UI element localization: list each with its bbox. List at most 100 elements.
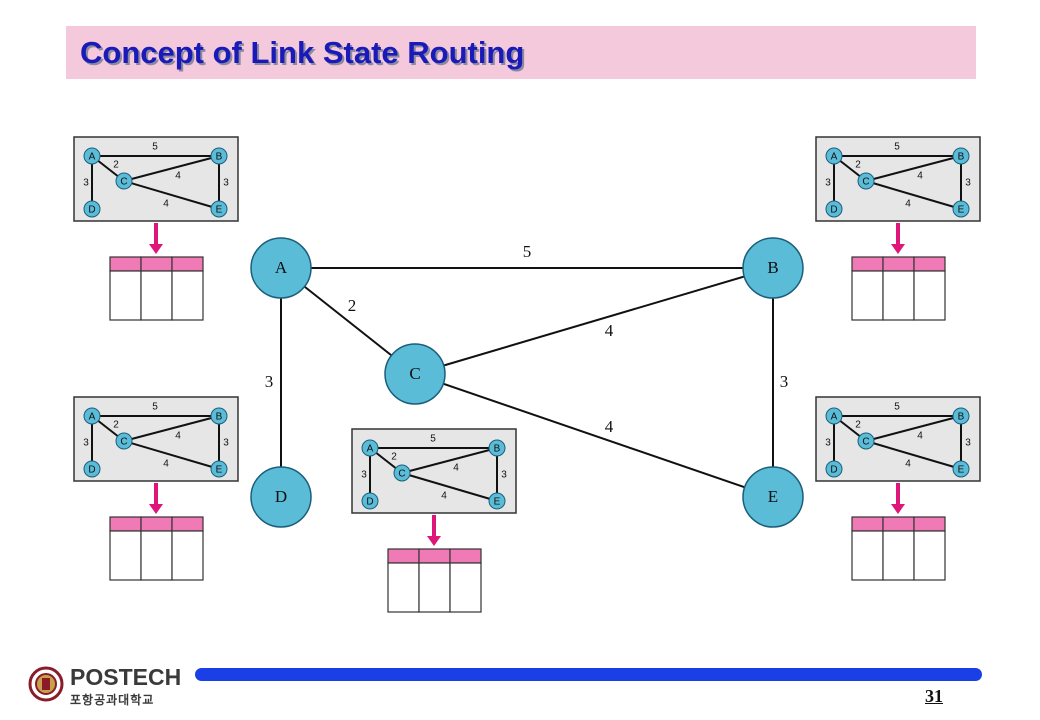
table-header-cell [171, 516, 204, 532]
mini-link-C-B [401, 447, 498, 474]
mini-node-label: C [398, 469, 405, 480]
title-bar: Concept of Link State Routing [66, 26, 976, 79]
mini-node-circle [857, 172, 875, 190]
mini-node-label: A [367, 444, 374, 455]
table-header-cell [882, 256, 915, 272]
table-header-cell [140, 256, 173, 272]
mini-link-cost: 4 [163, 459, 169, 470]
down-arrow-icon [891, 244, 905, 254]
mini-node-label: A [831, 412, 838, 423]
mini-link-cost: 2 [113, 160, 119, 171]
mini-node-label: C [862, 437, 869, 448]
mini-node-label: A [89, 412, 96, 423]
routing-table [387, 548, 482, 613]
mini-node-circle [952, 407, 970, 425]
node-label: A [275, 258, 288, 277]
mini-link-C-E [123, 180, 220, 210]
node-d: D [250, 466, 312, 528]
mini-node-circle [115, 172, 133, 190]
down-arrow-icon [891, 504, 905, 514]
mini-node-label: A [831, 152, 838, 163]
mini-link-cost: 3 [223, 438, 229, 449]
routing-table [851, 516, 946, 581]
down-arrow-icon [149, 244, 163, 254]
table-header-cell [171, 256, 204, 272]
mini-link-C-B [123, 155, 220, 182]
mini-node-label: B [216, 412, 223, 423]
table-header-cell [913, 516, 946, 532]
node-circle [250, 466, 312, 528]
mini-node-label: B [216, 152, 223, 163]
mini-link-C-E [123, 440, 220, 470]
mini-node-circle [952, 200, 970, 218]
mini-link-cost: 4 [453, 463, 459, 474]
mini-link-cost: 3 [83, 178, 89, 189]
mini-link-C-B [865, 155, 962, 182]
mini-node-label: E [958, 205, 965, 216]
mini-link-cost: 3 [361, 470, 367, 481]
table-header-cell [851, 256, 884, 272]
mini-link-cost: 3 [825, 178, 831, 189]
mini-link-C-E [865, 180, 962, 210]
mini-node-label: C [120, 437, 127, 448]
node-c: C [384, 343, 446, 405]
table-header-cell [851, 516, 884, 532]
mini-link-cost: 4 [905, 199, 911, 210]
mini-link-cost: 3 [83, 438, 89, 449]
mini-node-circle [952, 460, 970, 478]
mini-node-circle [83, 147, 101, 165]
mini-link-cost: 3 [501, 470, 507, 481]
mini-node-circle [393, 464, 411, 482]
mini-node-label: D [366, 497, 373, 508]
link-cost-label: 2 [348, 296, 357, 315]
table-body-cell [109, 270, 142, 321]
link-cost-label: 5 [523, 242, 532, 261]
mini-link-cost: 4 [163, 199, 169, 210]
mini-node-label: E [216, 205, 223, 216]
mini-link-cost: 3 [965, 178, 971, 189]
routing-table [851, 256, 946, 321]
mini-node-label: D [88, 205, 95, 216]
mini-node-label: C [862, 177, 869, 188]
mini-link-cost: 3 [965, 438, 971, 449]
mini-node-circle [210, 147, 228, 165]
mini-link-cost: 3 [223, 178, 229, 189]
node-label: D [275, 487, 287, 506]
mini-node-label: D [830, 465, 837, 476]
mini-link-cost: 4 [175, 171, 181, 182]
table-body-cell [913, 530, 946, 581]
routing-table [109, 256, 204, 321]
page-number: 31 [925, 686, 943, 706]
table-body-cell [387, 562, 420, 613]
link-cost-label: 3 [780, 372, 789, 391]
mini-node-circle [83, 200, 101, 218]
mini-node-circle [361, 492, 379, 510]
down-arrow-icon [149, 504, 163, 514]
mini-node-circle [210, 460, 228, 478]
mini-node-circle [115, 432, 133, 450]
down-arrow-icon [427, 536, 441, 546]
node-circle [384, 343, 446, 405]
table-body-cell [882, 270, 915, 321]
mini-link-C-E [865, 440, 962, 470]
mini-node-label: A [89, 152, 96, 163]
mini-node-label: B [958, 412, 965, 423]
table-body-cell [140, 530, 173, 581]
mini-link-cost: 3 [825, 438, 831, 449]
link-cost-label: 4 [605, 417, 614, 436]
footer-bar [195, 668, 982, 681]
mini-link-cost: 5 [152, 142, 158, 153]
mini-link-C-E [401, 472, 498, 502]
node-circle [250, 237, 312, 299]
mini-link-cost: 4 [917, 431, 923, 442]
topology-box [815, 136, 981, 222]
mini-node-label: B [494, 444, 501, 455]
university-emblem-icon [28, 666, 64, 702]
table-header-cell [418, 548, 451, 564]
mini-node-circle [83, 407, 101, 425]
link-C-B [414, 267, 774, 375]
logo-subtitle: 포항공과대학교 [70, 693, 155, 707]
